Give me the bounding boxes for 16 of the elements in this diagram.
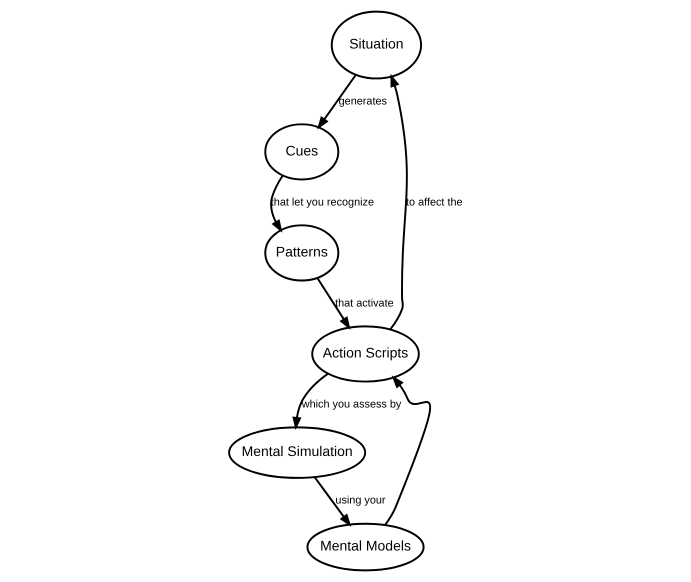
node-ellipse: Mental Models [306, 522, 425, 572]
node-ellipse: Action Scripts [311, 325, 420, 382]
edge-label: using your [335, 494, 386, 507]
arrow [314, 476, 352, 527]
arrow [317, 74, 357, 130]
arrow [384, 375, 432, 526]
arrow [390, 74, 408, 330]
arrow [292, 372, 329, 430]
edge-label: generates [338, 95, 387, 108]
node-ellipse: Situation [330, 10, 422, 80]
edge-label: which you assess by [302, 398, 402, 410]
node-ellipse: Cues [264, 123, 340, 180]
node-ellipse: Patterns [264, 224, 340, 282]
node-ellipse: Mental Simulation [228, 426, 366, 479]
arrow [316, 278, 351, 330]
edge-label: that activate [335, 297, 394, 310]
